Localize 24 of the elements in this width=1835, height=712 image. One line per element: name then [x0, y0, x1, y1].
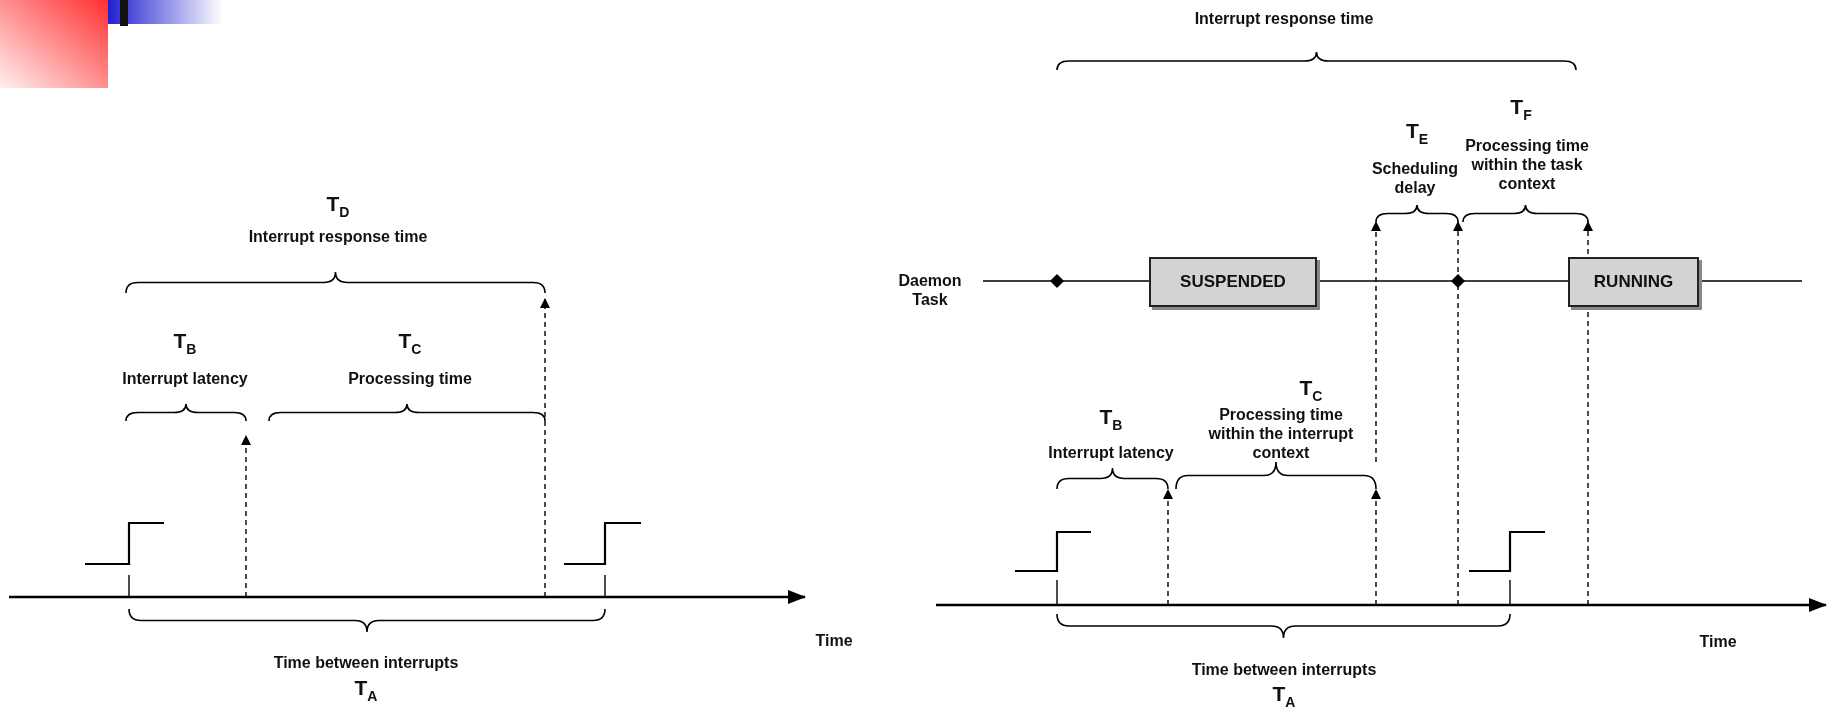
time-label: Interrupt latency — [1047, 442, 1175, 462]
time-symbol: T$_{E}$ — [1404, 121, 1430, 149]
time-label: Interrupt response time — [247, 226, 429, 246]
time-symbol: T$_{C}$ — [1298, 378, 1324, 406]
axis-label: Time — [814, 630, 854, 650]
time-label: Processing time within the interrupt context — [1207, 404, 1355, 462]
time-label: Processing time — [347, 368, 473, 388]
time-label: Processing time within the task context — [1464, 135, 1590, 193]
time-symbol: T$_{C}$ — [397, 331, 423, 359]
time-symbol: T$_{B}$ — [1098, 407, 1124, 435]
time-label: Scheduling delay — [1370, 159, 1460, 197]
timeline-label: Daemon Task — [897, 271, 963, 309]
axis-label: Time — [1698, 631, 1738, 651]
time-symbol: T$_{D}$ — [325, 194, 351, 222]
time-label: Time between interrupts — [1190, 659, 1378, 679]
time-symbol: T$_{B}$ — [172, 331, 198, 359]
time-label: Interrupt response time — [1193, 8, 1375, 28]
state-box: RUNNING — [1568, 257, 1699, 307]
time-symbol: T$_{A}$ — [353, 678, 379, 706]
time-label: Interrupt latency — [121, 368, 249, 388]
time-label: Time between interrupts — [272, 652, 460, 672]
time-symbol: T$_{F}$ — [1509, 97, 1533, 125]
state-box: SUSPENDED — [1149, 257, 1317, 307]
time-symbol: T$_{A}$ — [1271, 684, 1297, 712]
